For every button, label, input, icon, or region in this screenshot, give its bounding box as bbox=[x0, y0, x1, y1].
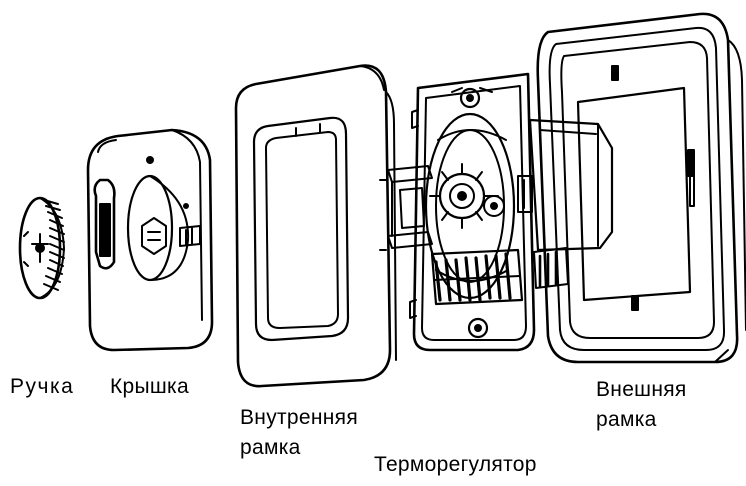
inner-frame-part bbox=[234, 64, 397, 388]
inner-frame-label-line-2: рамка bbox=[240, 436, 301, 459]
inner-frame-label-line-1: Внутренняя bbox=[240, 406, 359, 429]
thermostat-part bbox=[387, 72, 614, 352]
cover-part bbox=[86, 128, 214, 352]
outer-frame-label-line-1: Внешняя bbox=[596, 378, 687, 401]
outer-frame-part bbox=[536, 12, 746, 364]
outer-frame-label: Внешняя рамка bbox=[596, 375, 687, 435]
knob-label: Ручка bbox=[10, 375, 75, 398]
inner-frame-label: Внутренняя рамка bbox=[240, 403, 358, 463]
cover-label: Крышка bbox=[110, 375, 189, 398]
thermostat-label: Терморегулятор bbox=[374, 453, 537, 476]
knob-part bbox=[18, 196, 65, 300]
outer-frame-label-line-2: рамка bbox=[596, 408, 657, 431]
